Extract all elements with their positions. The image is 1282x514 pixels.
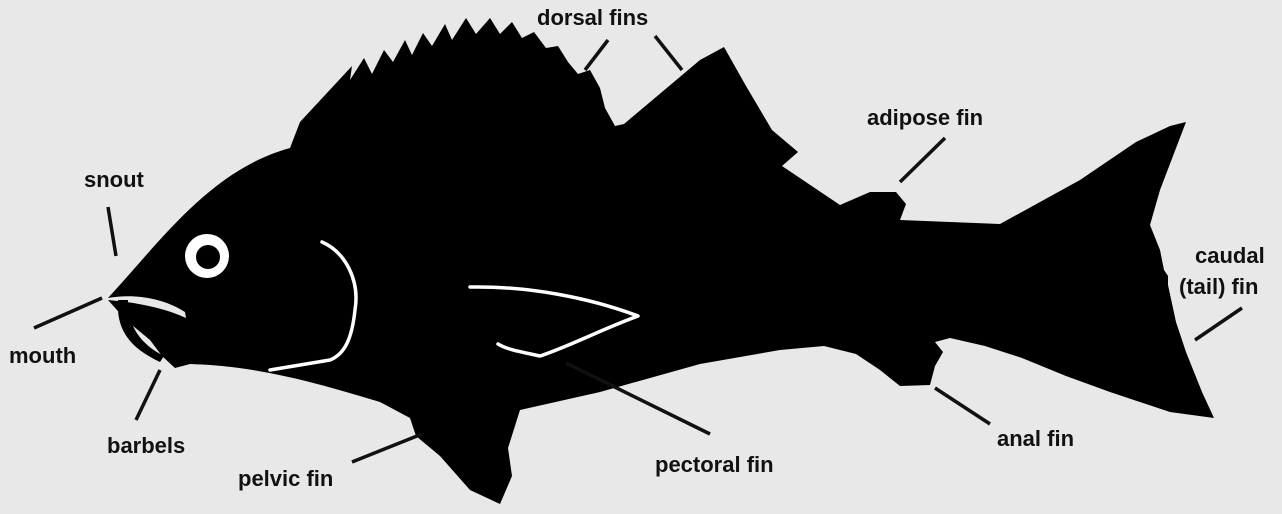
- label-adipose-fin: adipose fin: [867, 104, 983, 131]
- label-anal-fin: anal fin: [997, 425, 1074, 452]
- leader-anal: [935, 388, 990, 424]
- label-mouth: mouth: [9, 342, 76, 369]
- label-snout: snout: [84, 166, 144, 193]
- label-caudal-line2: (tail) fin: [1179, 273, 1258, 300]
- leader-caudal: [1195, 308, 1242, 340]
- leader-dorsal-1: [585, 40, 608, 70]
- label-pectoral-fin: pectoral fin: [655, 451, 774, 478]
- leader-adipose: [900, 138, 945, 182]
- label-barbels: barbels: [107, 432, 185, 459]
- label-caudal-line1: caudal: [1195, 242, 1265, 269]
- label-dorsal-fins: dorsal fins: [537, 4, 648, 31]
- leader-snout: [108, 207, 116, 256]
- leader-dorsal-2: [655, 36, 682, 70]
- label-pelvic-fin: pelvic fin: [238, 465, 333, 492]
- leader-barbels: [136, 370, 160, 420]
- leader-mouth: [34, 298, 102, 328]
- eye-pupil: [196, 245, 220, 269]
- leader-pelvic: [352, 434, 422, 462]
